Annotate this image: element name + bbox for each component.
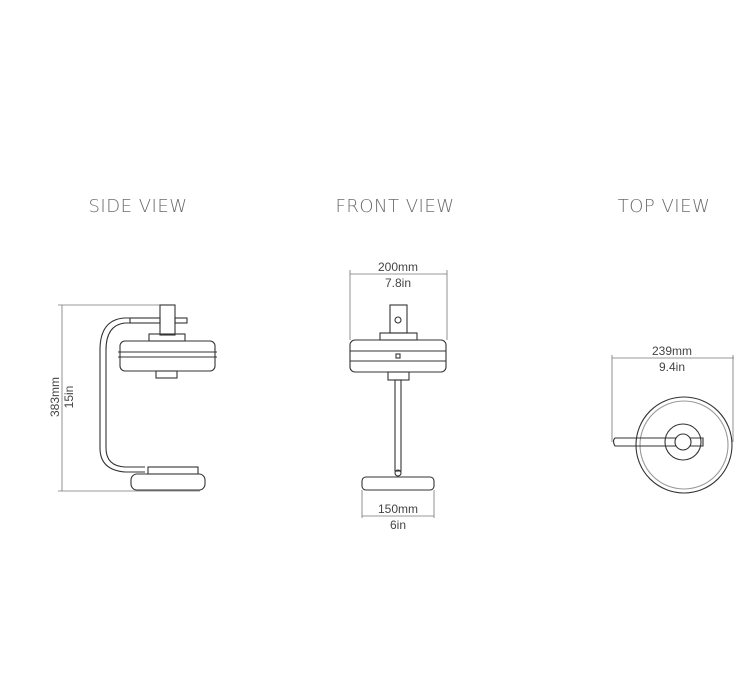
side-view-title: SIDE VIEW — [88, 196, 188, 217]
front-view-title: FRONT VIEW — [335, 196, 455, 217]
top-depth-mm: 239mm — [652, 344, 692, 358]
side-height-in: 15in — [62, 386, 76, 409]
top-depth-in: 9.4in — [659, 360, 685, 374]
front-base-in: 6in — [390, 518, 406, 532]
front-width-in: 7.8in — [385, 276, 411, 290]
side-height-mm: 383mm — [48, 377, 62, 417]
front-width-mm: 200mm — [378, 260, 418, 274]
front-view-drawing: 200mm 7.8in 150mm 6in — [349, 260, 448, 532]
side-view-drawing: 383mm 15in — [48, 304, 217, 492]
top-view-drawing: 239mm 9.4in — [611, 344, 734, 494]
top-view-title: TOP VIEW — [617, 196, 711, 217]
front-base-mm: 150mm — [378, 502, 418, 516]
